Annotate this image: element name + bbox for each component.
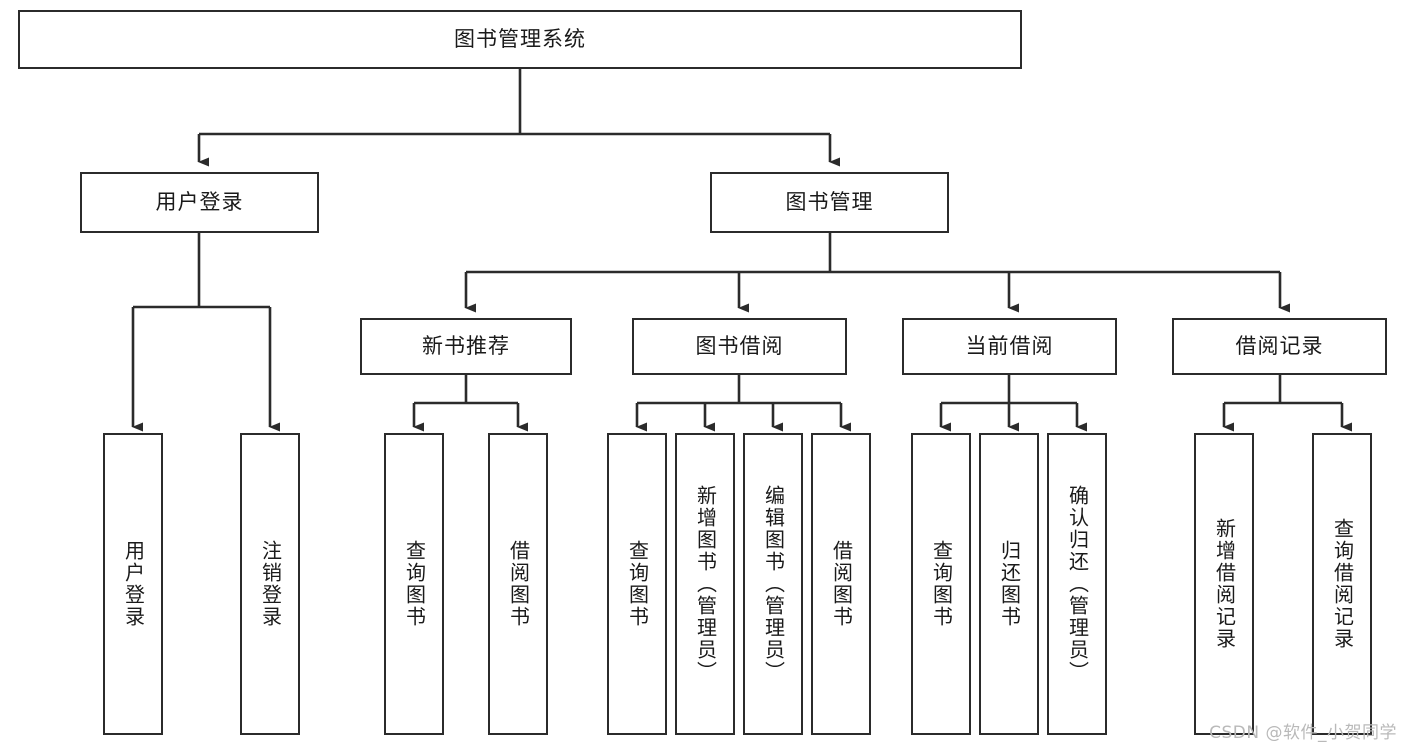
node-label: 借阅图书: [506, 540, 531, 628]
node-root-book-management-system[interactable]: 图书管理系统: [18, 10, 1022, 69]
node-label: 用户登录: [155, 189, 244, 214]
leaf-user-login-login[interactable]: 用户登录: [103, 433, 163, 735]
node-new-book-recommend[interactable]: 新书推荐: [360, 318, 572, 375]
node-label: 注销登录: [258, 540, 283, 628]
node-current-borrow[interactable]: 当前借阅: [902, 318, 1117, 375]
leaf-new-book-query[interactable]: 查询图书: [384, 433, 444, 735]
node-label: 借阅图书: [829, 540, 854, 628]
node-label: 查询图书: [402, 540, 427, 628]
leaf-borrow-record-query[interactable]: 查询借阅记录: [1312, 433, 1372, 735]
node-book-borrow[interactable]: 图书借阅: [632, 318, 847, 375]
node-label: 新增图书（管理员）: [693, 485, 718, 683]
watermark-text: CSDN @软件_小贺同学: [1209, 723, 1397, 743]
leaf-current-borrow-return[interactable]: 归还图书: [979, 433, 1039, 735]
node-label: 借阅记录: [1235, 333, 1324, 358]
node-label: 当前借阅: [965, 333, 1054, 358]
leaf-borrow-record-add[interactable]: 新增借阅记录: [1194, 433, 1254, 735]
node-label: 归还图书: [997, 540, 1022, 628]
leaf-book-borrow-edit-admin[interactable]: 编辑图书（管理员）: [743, 433, 803, 735]
node-label: 编辑图书（管理员）: [761, 485, 786, 683]
node-label: 用户登录: [121, 540, 146, 628]
node-borrow-record[interactable]: 借阅记录: [1172, 318, 1387, 375]
node-book-management[interactable]: 图书管理: [710, 172, 949, 233]
leaf-book-borrow-query[interactable]: 查询图书: [607, 433, 667, 735]
leaf-current-borrow-confirm-admin[interactable]: 确认归还（管理员）: [1047, 433, 1107, 735]
node-label: 新书推荐: [422, 333, 510, 358]
leaf-book-borrow-borrow[interactable]: 借阅图书: [811, 433, 871, 735]
node-label: 新增借阅记录: [1212, 518, 1237, 650]
node-label: 确认归还（管理员）: [1065, 485, 1090, 683]
leaf-new-book-borrow[interactable]: 借阅图书: [488, 433, 548, 735]
node-user-login[interactable]: 用户登录: [80, 172, 319, 233]
node-label: 查询借阅记录: [1330, 518, 1355, 650]
leaf-user-login-logout[interactable]: 注销登录: [240, 433, 300, 735]
node-label: 查询图书: [929, 540, 954, 628]
node-label: 查询图书: [625, 540, 650, 628]
node-label: 图书管理: [785, 189, 874, 214]
node-label: 图书借阅: [695, 333, 784, 358]
leaf-book-borrow-add-admin[interactable]: 新增图书（管理员）: [675, 433, 735, 735]
leaf-current-borrow-query[interactable]: 查询图书: [911, 433, 971, 735]
node-label: 图书管理系统: [454, 26, 586, 51]
